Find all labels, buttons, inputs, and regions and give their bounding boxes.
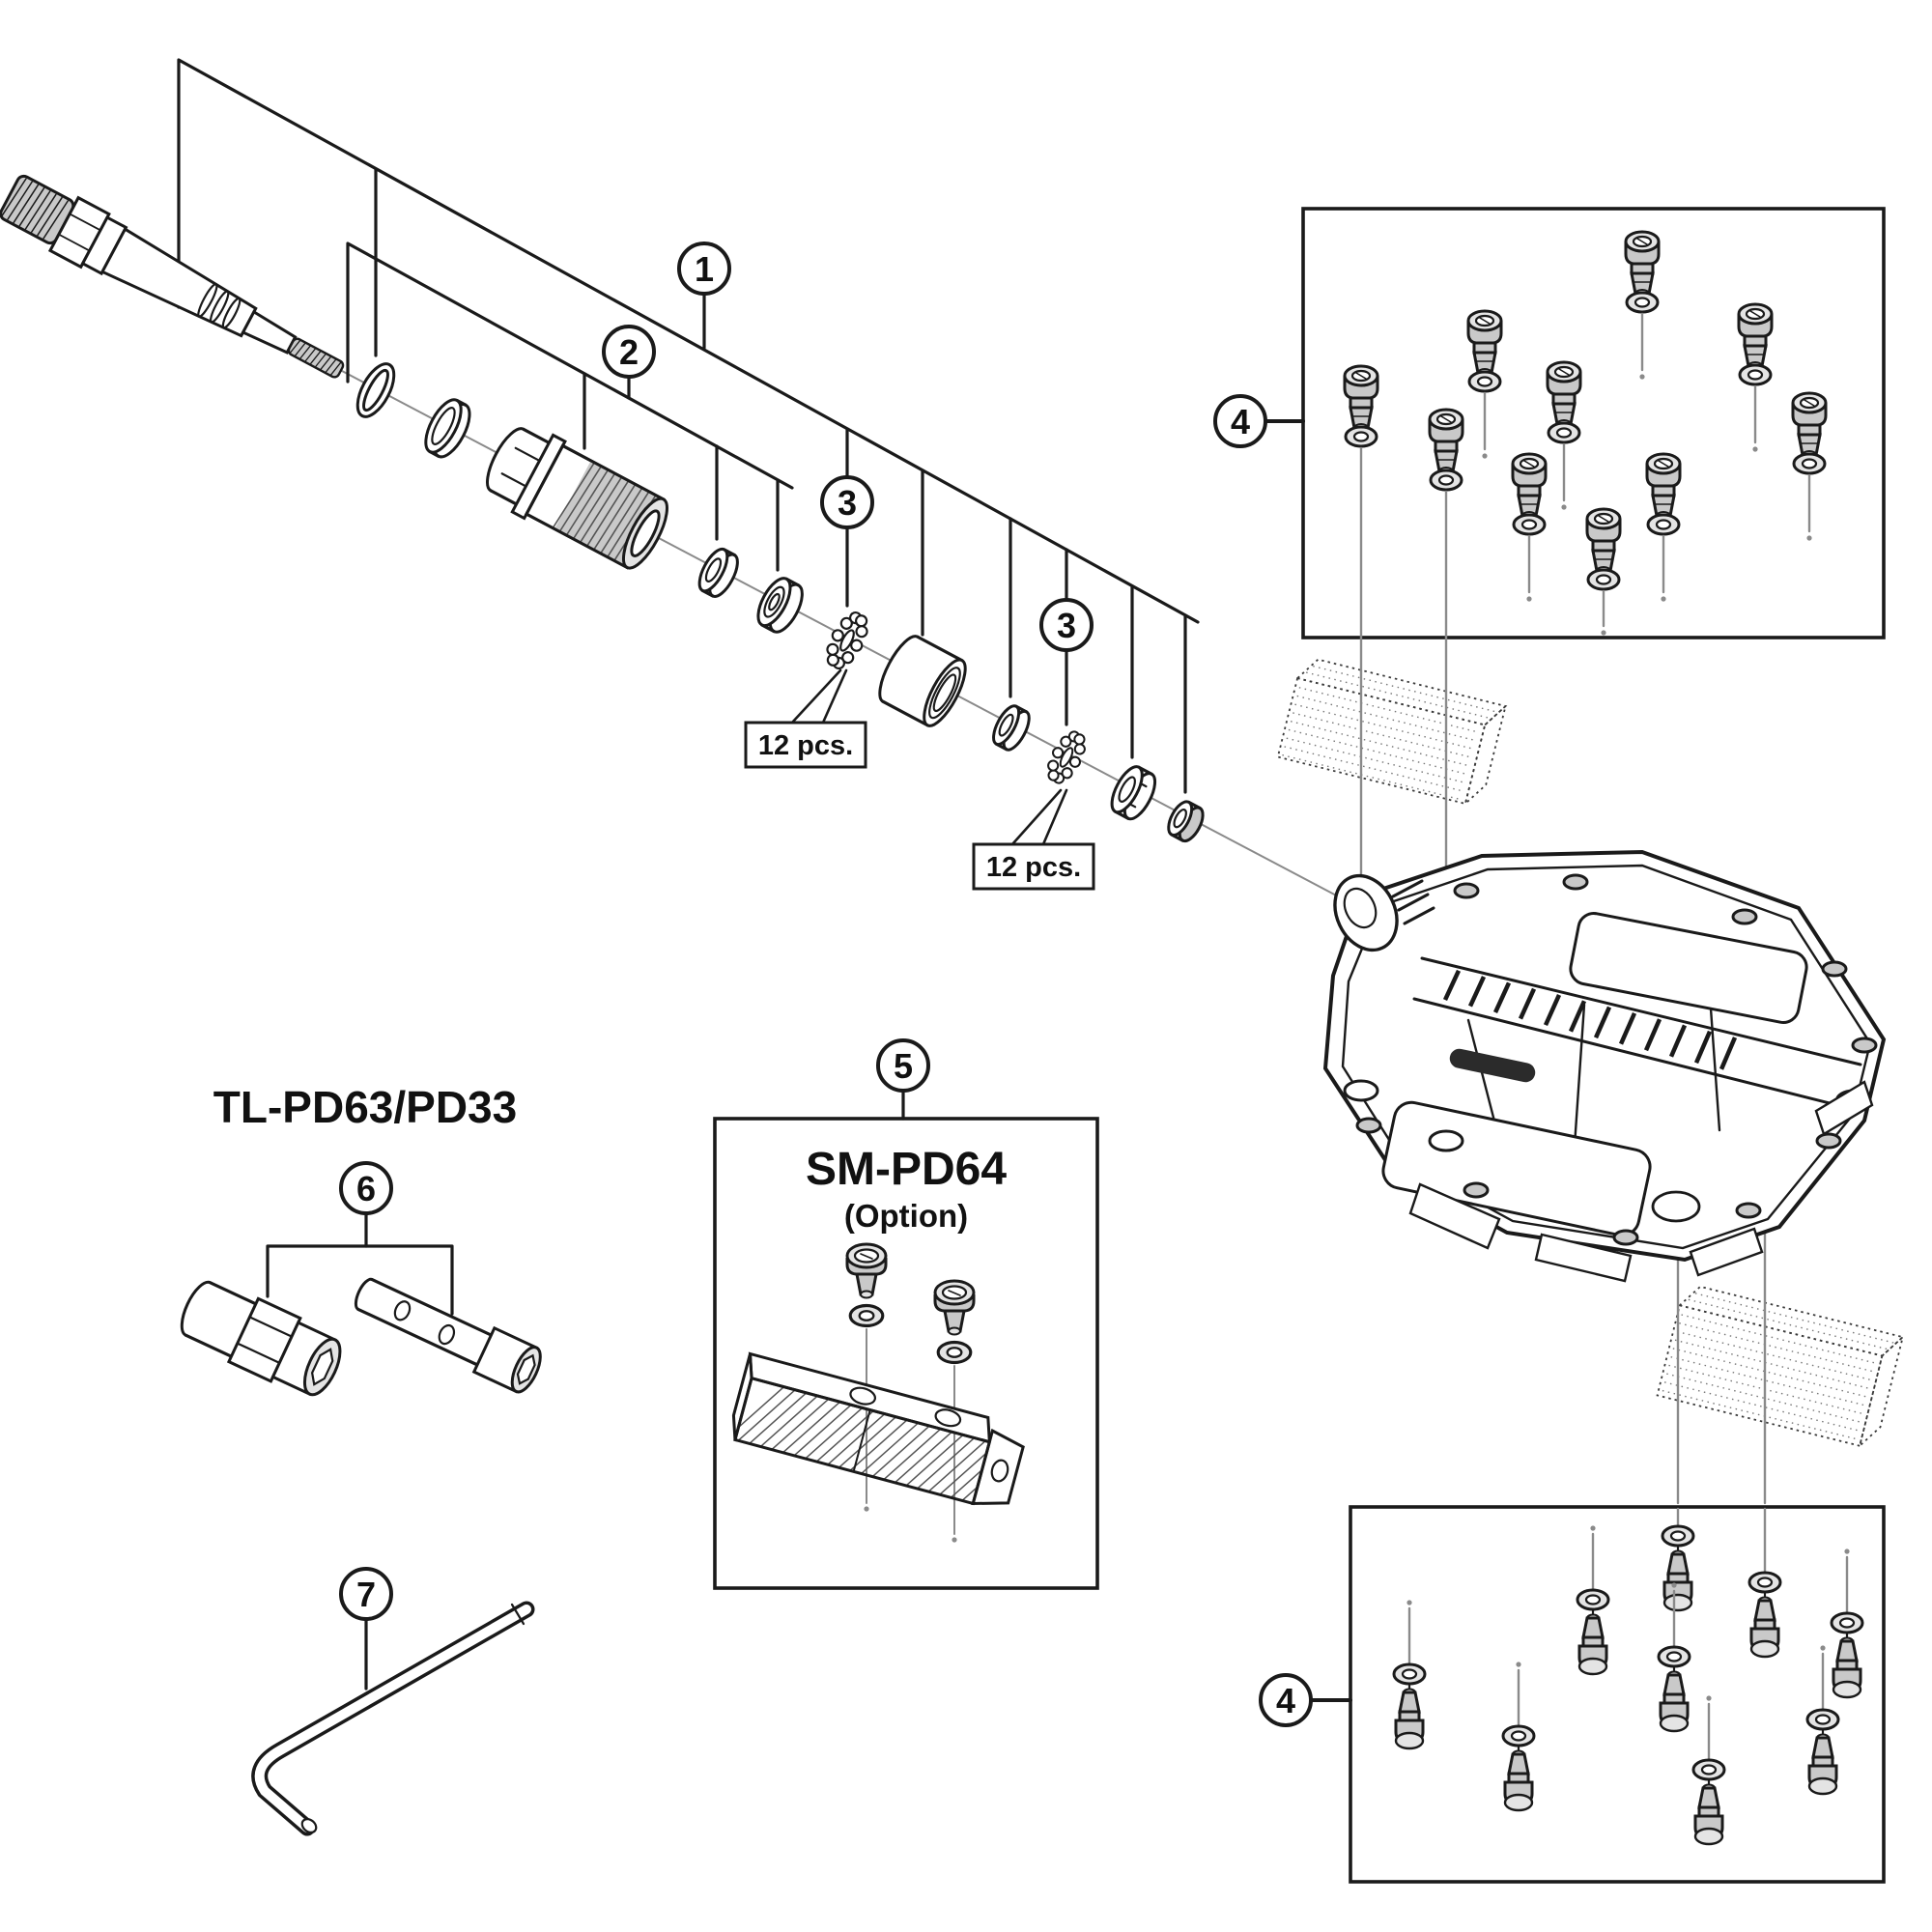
tool-kit-title: TL-PD63/PD33 bbox=[213, 1082, 517, 1132]
reflector-washer-2 bbox=[936, 1340, 973, 1365]
bearing-cup bbox=[756, 577, 804, 634]
svg-text:1: 1 bbox=[695, 249, 714, 289]
option-note-label: (Option) bbox=[844, 1198, 968, 1234]
tool-kit: TL-PD63/PD33 bbox=[180, 1082, 542, 1397]
hex-wrench bbox=[251, 1601, 535, 1836]
pin-plate-bottom bbox=[1656, 1285, 1905, 1449]
callout-7 bbox=[339, 1567, 393, 1621]
ball-retainer-2 bbox=[1047, 730, 1086, 784]
qty-box-2: 12 pcs. bbox=[972, 788, 1095, 891]
svg-text:7: 7 bbox=[356, 1575, 376, 1614]
axle-sleeve bbox=[878, 635, 967, 727]
ball-retainer-1 bbox=[826, 611, 868, 670]
pin-box-bottom bbox=[1349, 1505, 1886, 1884]
option-model-label: SM-PD64 bbox=[806, 1144, 1007, 1195]
svg-text:4: 4 bbox=[1276, 1681, 1295, 1720]
lock-cap bbox=[1167, 800, 1205, 843]
qty-box-1: 12 pcs. bbox=[744, 668, 867, 769]
reflector bbox=[731, 1351, 1025, 1506]
qty-label-1: 12 pcs. bbox=[758, 730, 853, 761]
qty-label-2: 12 pcs. bbox=[986, 852, 1081, 883]
callouts: 1 2 3 3 4 4 5 6 7 bbox=[339, 242, 1313, 1727]
cone-nut bbox=[1110, 765, 1157, 821]
seal-washer bbox=[424, 398, 471, 459]
svg-text:3: 3 bbox=[838, 483, 857, 523]
svg-text:4: 4 bbox=[1231, 402, 1250, 441]
callout-3b bbox=[1039, 598, 1094, 652]
pedal-pin-holes bbox=[1355, 873, 1878, 1246]
pin-plate-top bbox=[1276, 658, 1508, 807]
axle-barrel bbox=[486, 427, 668, 570]
pin-through-hole-2 bbox=[1428, 1129, 1464, 1152]
svg-text:5: 5 bbox=[894, 1046, 913, 1086]
pedal-body bbox=[1322, 849, 1887, 1283]
axle-spindle bbox=[0, 174, 345, 379]
pedal-logo-stripes bbox=[1442, 969, 1738, 1070]
pin-set-bottom bbox=[1392, 1507, 1864, 1846]
callout-5 bbox=[876, 1038, 930, 1093]
reflector-screw-2 bbox=[933, 1279, 976, 1336]
axle-socket-tool bbox=[180, 1280, 342, 1397]
pin-through-hole-1 bbox=[1343, 1079, 1379, 1102]
axle-boss-bore bbox=[1343, 887, 1378, 929]
svg-text:6: 6 bbox=[356, 1169, 376, 1208]
o-ring bbox=[355, 362, 396, 418]
callout-3a bbox=[820, 475, 874, 529]
svg-text:2: 2 bbox=[619, 332, 639, 372]
pedal-cutout-upper bbox=[1569, 912, 1808, 1024]
bearing-cone-outer bbox=[992, 704, 1031, 752]
leader-lines bbox=[177, 58, 1200, 794]
reflector-screw-1 bbox=[845, 1242, 888, 1299]
pin-set-top bbox=[1343, 230, 1828, 636]
pedal-logo-mark bbox=[1449, 1048, 1536, 1083]
callout-6 bbox=[339, 1161, 393, 1215]
pedal-inner-rim bbox=[1341, 864, 1872, 1250]
tube-wrench-tool bbox=[354, 1277, 542, 1394]
svg-text:3: 3 bbox=[1057, 606, 1076, 645]
callout-2 bbox=[602, 325, 656, 379]
pin-box-top bbox=[1301, 207, 1886, 639]
reflector-washer-1 bbox=[848, 1303, 885, 1328]
bearing-cone-inner bbox=[697, 547, 739, 598]
callout-1 bbox=[677, 242, 731, 296]
reflector-option-box: SM-PD64 (Option) bbox=[713, 1089, 1099, 1590]
callout-4-bottom bbox=[1259, 1673, 1313, 1727]
callout-4-top bbox=[1213, 394, 1267, 448]
